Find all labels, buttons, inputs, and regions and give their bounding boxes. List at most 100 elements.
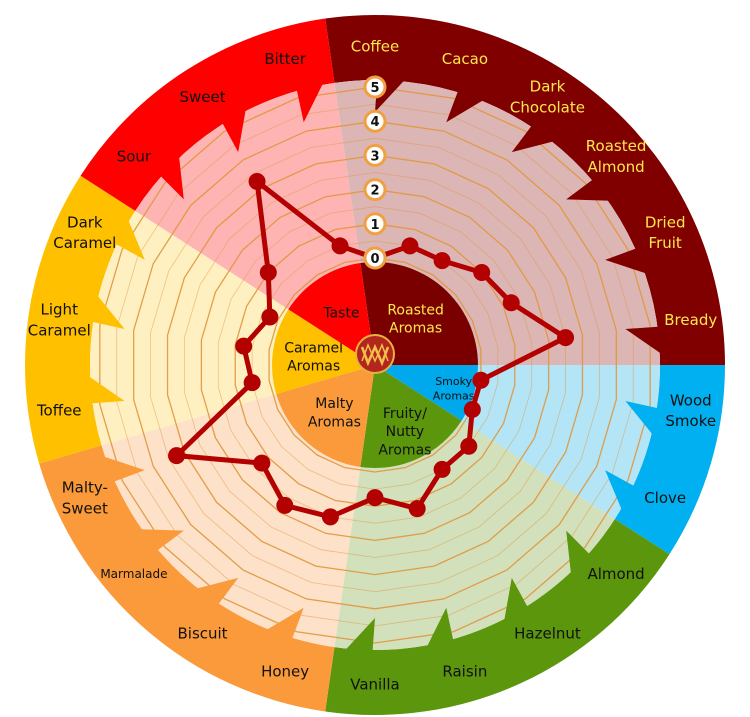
data-point-17: [235, 337, 253, 355]
outer-sector-fruity: [325, 519, 670, 715]
attribute-label-line: Malty-: [62, 479, 108, 497]
light-sector-taste: [135, 82, 361, 310]
data-point-13: [276, 496, 294, 514]
attribute-label-line: Clove: [644, 489, 686, 507]
attribute-label-line: Hazelnut: [514, 625, 581, 643]
attribute-label: Sour: [117, 147, 152, 165]
attribute-label: Sweet: [179, 88, 225, 106]
axis-pointer: [625, 326, 662, 355]
scale-badge: [363, 212, 387, 236]
attribute-label-line: Marmalade: [100, 567, 167, 581]
light-sector-roasted: [334, 80, 660, 366]
category-label-line: Roasted: [387, 302, 444, 318]
axis-pointer: [114, 219, 145, 260]
category-label-line: Fruity/: [383, 406, 427, 422]
attribute-label: Toffee: [36, 402, 82, 420]
attribute-label-line: Coffee: [351, 37, 399, 55]
logo-circle: [355, 334, 395, 374]
data-point-6: [472, 371, 490, 389]
category-label-line: Caramel: [284, 340, 343, 356]
axis-pointer: [625, 401, 659, 436]
attribute-label: Malty-Sweet: [62, 479, 108, 518]
grid-ring-4: [133, 120, 617, 610]
attribute-label: Raisin: [442, 662, 487, 680]
attribute-label-line: Smoke: [665, 412, 716, 430]
attribute-label: Vanilla: [350, 675, 400, 693]
category-label-line: Malty: [315, 396, 353, 412]
axis-pointer: [345, 618, 375, 652]
data-point-14: [253, 454, 271, 472]
attribute-label-line: Vanilla: [350, 675, 400, 693]
light-sector-fruity: [334, 420, 615, 650]
attribute-label-line: Bready: [664, 311, 717, 329]
attribute-label-line: Dried: [645, 214, 686, 232]
data-point-4: [502, 294, 520, 312]
data-point-21: [331, 237, 349, 255]
scale-label: 1: [370, 218, 379, 233]
data-point-15: [168, 447, 186, 465]
attribute-label: Bitter: [264, 50, 306, 68]
grid-ring-2.5: [184, 172, 566, 558]
axis-pointers: [88, 78, 662, 652]
attribute-label: Coffee: [351, 37, 399, 55]
grid-ring-0: [268, 257, 482, 473]
axis-pointer: [91, 294, 125, 329]
inner-sector-fruity: [360, 365, 462, 468]
scale-badge: [363, 109, 387, 133]
outer-sector-malty: [39, 445, 335, 712]
attribute-label-line: Caramel: [28, 321, 91, 339]
data-point-11: [366, 489, 384, 507]
axis-pointer: [102, 456, 145, 482]
data-point-12: [321, 508, 339, 526]
scale-badge: [363, 246, 387, 270]
grid-ring-4.5: [116, 103, 634, 627]
scale-label: 3: [370, 149, 379, 164]
data-point-19: [259, 264, 277, 282]
flavor-series: [168, 172, 575, 526]
axis-pointer: [605, 248, 648, 274]
data-point-5: [557, 329, 575, 347]
attribute-label-line: Biscuit: [177, 625, 227, 643]
data-point-1: [401, 237, 419, 255]
scale-label: 5: [370, 81, 379, 96]
axis-pointer: [296, 82, 324, 123]
attribute-label-line: Fruit: [649, 234, 682, 252]
scale-badge: [363, 143, 387, 167]
attribute-label-line: Raisin: [442, 662, 487, 680]
category-label-line: Aromas: [287, 359, 340, 375]
grid-ring-3: [166, 154, 584, 576]
sectors: [25, 15, 725, 715]
axis-pointer: [566, 178, 611, 201]
category-label-line: Aromas: [433, 389, 475, 402]
axis-pointer: [511, 124, 555, 153]
attribute-label-line: Caramel: [53, 234, 116, 252]
axis-pointer: [265, 607, 304, 640]
attribute-label-line: Sour: [117, 147, 152, 165]
scale-label: 2: [370, 184, 379, 199]
outer-sector-roasted: [325, 15, 725, 366]
axis-pointer: [88, 375, 125, 404]
scale-label: 4: [370, 115, 379, 130]
axis-pointer: [159, 155, 184, 200]
attribute-label: Marmalade: [100, 567, 167, 581]
category-label-line: Taste: [322, 306, 359, 322]
category-label-line: Aromas: [308, 414, 361, 430]
inner-sector-malty: [276, 365, 375, 467]
scale-badge: [363, 75, 387, 99]
attribute-label-line: Cacao: [442, 50, 488, 68]
grid-rings: [99, 86, 651, 644]
axis-pointer: [605, 470, 636, 511]
axis-pointer: [195, 577, 239, 606]
